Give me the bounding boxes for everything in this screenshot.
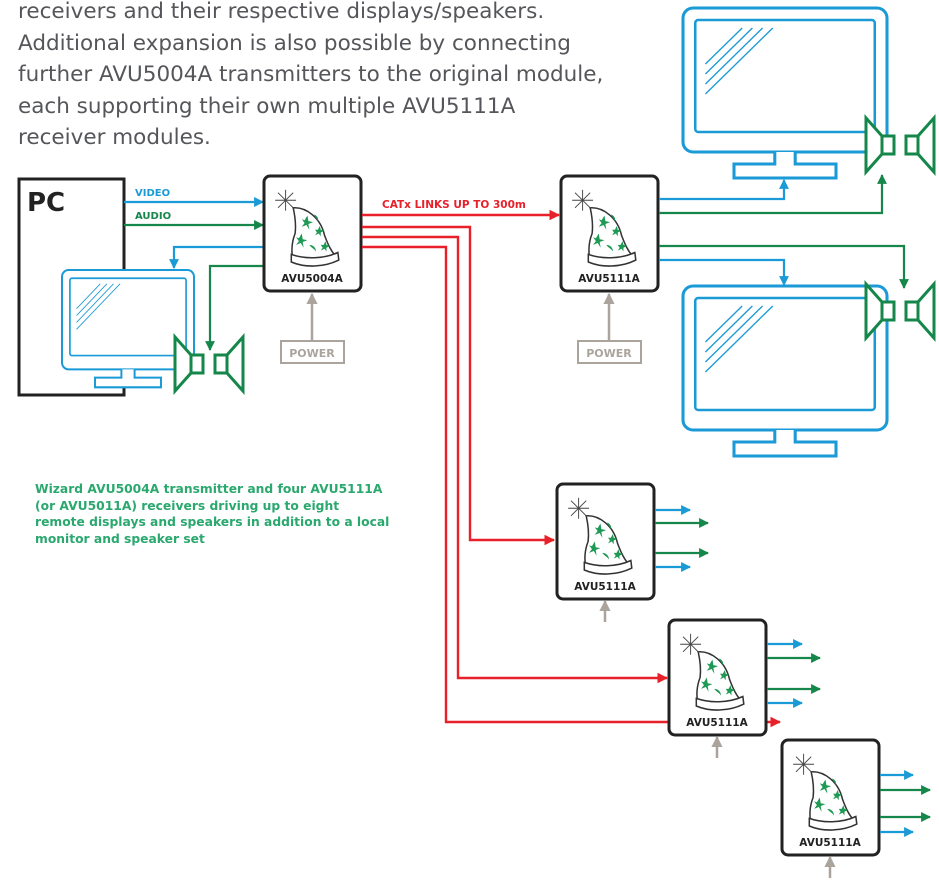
intro-line: receivers and their respective displays/… [18,0,545,24]
receiver-module-2: AVU5111A [555,482,709,622]
transmitter-power-label: POWER [289,347,335,360]
transmitter-module: AVU5004A [262,174,363,293]
intro-line: each supporting their own multiple AVU51… [18,93,516,119]
receiver-1-model-label: AVU5111A [578,273,640,285]
intro-paragraph: receivers and their respective displays/… [18,0,698,154]
remote-monitor-1 [681,6,889,180]
receiver-1-power-badge: POWER [577,340,642,364]
remote-monitor-2 [681,284,889,458]
remote-video-output-2 [659,258,789,286]
receiver-4-model-label: AVU5111A [799,837,861,849]
catx-link-label: CATx LINKS UP TO 300m [382,199,526,211]
audio-label: AUDIO [135,211,171,222]
intro-line: receiver modules. [18,125,211,150]
receiver-module-3: AVU5111A [667,618,821,758]
intro-line: further AVU5004A transmitters to the ori… [18,62,604,87]
catx-link-4 [362,245,782,728]
diagram-caption: Wizard AVU5004A transmitter and four AVU… [35,481,435,547]
video-label: VIDEO [135,188,170,199]
receiver-3-model-label: AVU5111A [686,717,748,729]
local-audio-output [205,264,264,351]
remote-video-output-1 [659,179,789,201]
intro-line: Additional expansion is also possible by… [18,30,571,56]
catx-link-2 [362,225,556,546]
caption-line: Wizard AVU5004A transmitter and four AVU… [35,482,383,496]
remote-audio-output-2 [659,244,909,289]
transmitter-model-label: AVU5004A [281,273,343,285]
receiver-1-power-label: POWER [586,347,632,360]
transmitter-power-badge: POWER [280,340,345,364]
receiver-module-4: AVU5111A [780,738,931,878]
caption-line: (or AVU5011A) receivers driving up to ei… [35,498,340,513]
caption-line: monitor and speaker set [35,531,205,546]
receiver-module-1: AVU5111A [559,174,660,293]
pc-label: PC [27,188,65,218]
remote-audio-output-1 [659,174,887,215]
local-video-output [169,245,264,269]
catx-link-3 [362,235,669,684]
receiver-2-model-label: AVU5111A [574,581,636,593]
caption-line: remote displays and speakers in addition… [35,515,390,529]
